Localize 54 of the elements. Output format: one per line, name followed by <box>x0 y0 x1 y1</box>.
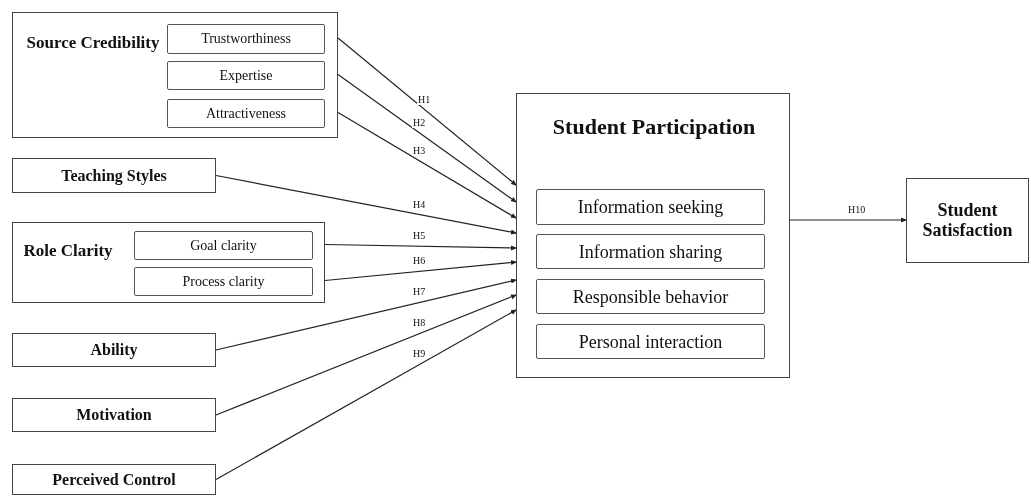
arrow <box>337 37 517 186</box>
dimension-box <box>536 324 765 359</box>
edge-label: H1 <box>417 93 432 105</box>
construct-box <box>12 333 216 367</box>
arrow <box>789 217 907 223</box>
edge-label: H4 <box>412 198 427 210</box>
edge-label: H8 <box>412 317 427 329</box>
construct-label: Attractiveness <box>204 105 288 122</box>
edge-label: H2 <box>412 117 427 129</box>
construct-label: Source Credibility <box>25 33 161 53</box>
construct-box <box>12 158 216 193</box>
construct-label: Ability <box>89 340 139 360</box>
construct-box <box>12 12 338 138</box>
construct-label: Expertise <box>218 67 274 84</box>
arrow <box>215 174 517 235</box>
arrow <box>324 260 517 282</box>
edge-label: H9 <box>412 348 427 360</box>
arrow <box>324 243 517 251</box>
arrow <box>215 309 517 481</box>
construct-label: Student Participation <box>551 114 757 140</box>
edge-label: H7 <box>412 286 427 298</box>
arrow <box>337 111 517 219</box>
dimension-box <box>167 61 325 90</box>
construct-label: Perceived Control <box>51 470 177 489</box>
arrow <box>337 73 517 203</box>
edge-label: H3 <box>412 145 427 157</box>
dimension-box <box>536 234 765 269</box>
dimension-box <box>536 189 765 225</box>
dimension-box <box>167 99 325 128</box>
construct-box <box>906 178 1029 263</box>
edge-label: H6 <box>412 255 427 267</box>
dimension-box <box>536 279 765 314</box>
construct-label: Motivation <box>75 405 153 425</box>
construct-label: Personal interaction <box>577 331 724 352</box>
edge-label: H5 <box>412 230 427 242</box>
construct-label: Role Clarity <box>22 241 114 261</box>
construct-label: Information sharing <box>577 241 724 262</box>
construct-label: Goal clarity <box>189 237 258 254</box>
construct-box <box>12 398 216 432</box>
construct-box <box>12 464 216 495</box>
construct-label: Trustworthiness <box>200 30 292 48</box>
dimension-box <box>167 24 325 54</box>
arrow <box>215 278 517 351</box>
construct-label: Responsible behavior <box>571 286 730 307</box>
dimension-box <box>134 267 313 296</box>
construct-label: Information seeking <box>576 196 725 218</box>
arrow <box>215 294 517 416</box>
construct-label: Teaching Styles <box>60 166 168 185</box>
construct-label: Process clarity <box>181 273 266 290</box>
dimension-box <box>134 231 313 260</box>
construct-box <box>12 222 325 303</box>
construct-label: Student Satisfaction <box>921 199 1014 242</box>
construct-box <box>516 93 790 378</box>
edge-label: H10 <box>847 204 867 215</box>
